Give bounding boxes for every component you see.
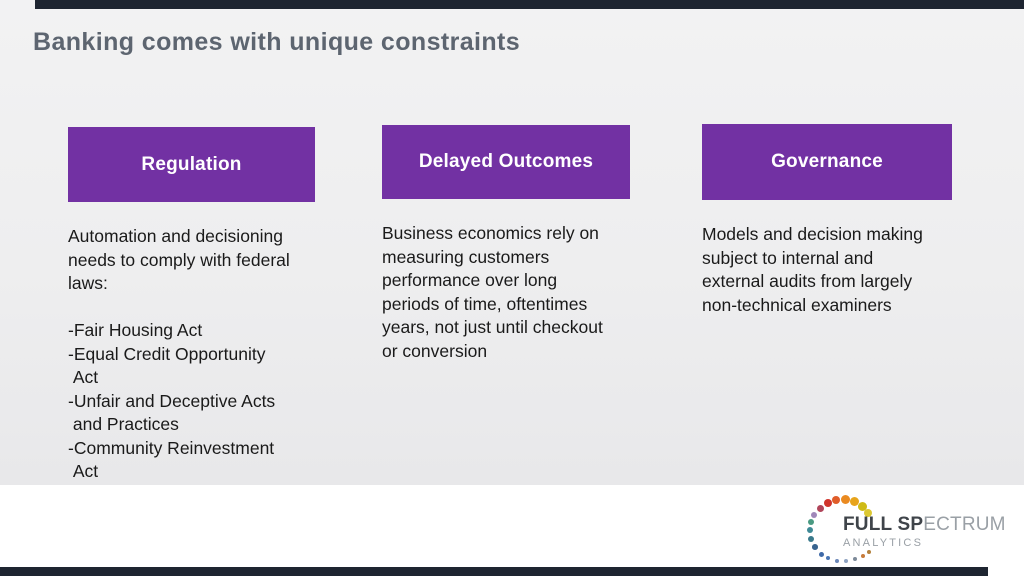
- spectrum-dot: [811, 512, 817, 518]
- spectrum-dot: [832, 496, 840, 504]
- spectrum-dot: [864, 509, 872, 517]
- logo-text: FULL SPECTRUM ANALYTICS: [843, 515, 1006, 549]
- column-body-text: Business economics rely on measuring cus…: [382, 223, 603, 361]
- full-spectrum-analytics-logo: FULL SPECTRUM ANALYTICS: [807, 494, 1008, 570]
- spectrum-dot: [840, 494, 850, 504]
- spectrum-dot: [825, 555, 831, 561]
- column-header-box: Regulation: [68, 127, 315, 202]
- column-body-text: Models and decision making subject to in…: [702, 224, 923, 315]
- spectrum-dot: [808, 536, 814, 542]
- spectrum-dot: [853, 557, 857, 561]
- spectrum-dot: [812, 544, 818, 550]
- spectrum-dot: [867, 550, 871, 554]
- column-regulation: Regulation Automation and decisioning ne…: [68, 127, 328, 484]
- column-header-box: Governance: [702, 124, 952, 200]
- column-delayed-outcomes: Delayed Outcomes Business economics rely…: [382, 125, 644, 363]
- bottom-accent-bar: [0, 567, 988, 576]
- logo-name-light: ECTRUM: [923, 514, 1006, 535]
- column-header-label: Delayed Outcomes: [418, 151, 594, 172]
- column-header-label: Regulation: [141, 153, 242, 175]
- slide-background: [0, 0, 1024, 485]
- spectrum-dot: [807, 527, 813, 533]
- logo-subtitle: ANALYTICS: [843, 537, 924, 549]
- spectrum-dot: [816, 504, 824, 512]
- logo-name-bold: FULL SP: [843, 514, 924, 535]
- column-governance: Governance Models and decision making su…: [702, 124, 964, 317]
- spectrum-dot: [824, 499, 832, 507]
- column-header-label: Governance: [771, 151, 883, 172]
- spectrum-dot: [849, 496, 859, 506]
- column-header-box: Delayed Outcomes: [382, 125, 630, 199]
- top-accent-bar: [35, 0, 1024, 9]
- column-body-text: Automation and decisioning needs to comp…: [68, 226, 290, 481]
- spectrum-dot: [835, 559, 839, 563]
- spectrum-dot: [808, 519, 814, 525]
- spectrum-dot: [861, 554, 865, 558]
- slide-title: Banking comes with unique constraints: [33, 28, 521, 56]
- spectrum-dot: [857, 501, 867, 511]
- spectrum-dot: [818, 551, 824, 557]
- spectrum-dot-ring-icon: [807, 494, 874, 563]
- logo-name: FULL SPECTRUM: [843, 515, 1006, 534]
- spectrum-dot: [844, 559, 848, 563]
